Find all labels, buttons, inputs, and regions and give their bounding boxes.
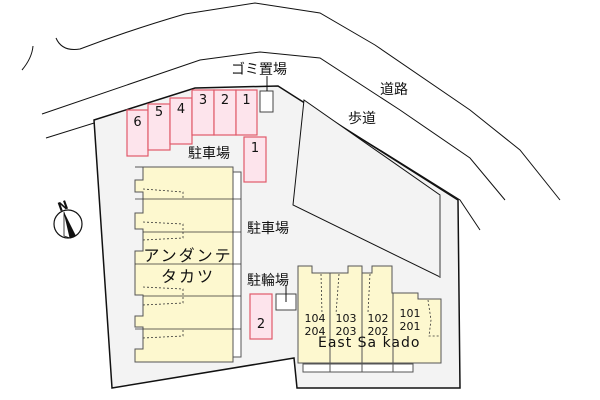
parking-number-5: 5 xyxy=(154,105,164,120)
bicycle-parking-label: 駐輪場 xyxy=(247,273,289,289)
unit-104-204: 104 204 xyxy=(304,312,326,338)
parking-label-middle: 駐車場 xyxy=(247,221,289,237)
garbage-area-label: ゴミ置場 xyxy=(231,62,287,78)
sidewalk-label: 歩道 xyxy=(348,111,376,127)
parking-number-4: 4 xyxy=(176,102,186,117)
road-label: 道路 xyxy=(380,82,408,98)
compass xyxy=(53,209,83,239)
building-east-name: East Sa kado xyxy=(318,335,421,351)
building-west xyxy=(134,166,242,363)
parking-number-6: 6 xyxy=(133,115,142,130)
parking-space-1-east xyxy=(243,136,267,183)
parking-number-2: 2 xyxy=(220,93,230,108)
unit-102-202: 102 202 xyxy=(367,312,389,338)
garbage-box xyxy=(259,90,274,113)
parking-row-north xyxy=(126,89,273,340)
sidewalk-outer-edge xyxy=(41,51,506,201)
building-east xyxy=(297,265,442,373)
parking-space-1 xyxy=(235,89,258,136)
road-outer-edge xyxy=(55,2,561,201)
parking-space-2-south xyxy=(249,293,273,340)
unit-101-201: 101 201 xyxy=(399,307,421,333)
parking-number-1-east: 1 xyxy=(250,141,260,156)
unit-103-203: 103 203 xyxy=(335,312,357,338)
parking-number-1: 1 xyxy=(242,93,251,108)
building-west-name: アンダンテ タカツ xyxy=(143,246,233,286)
parking-number-3: 3 xyxy=(198,93,208,108)
parking-label-north: 駐車場 xyxy=(188,146,230,162)
road-edge-curve xyxy=(21,45,34,71)
parking-number-2-south: 2 xyxy=(256,317,266,332)
